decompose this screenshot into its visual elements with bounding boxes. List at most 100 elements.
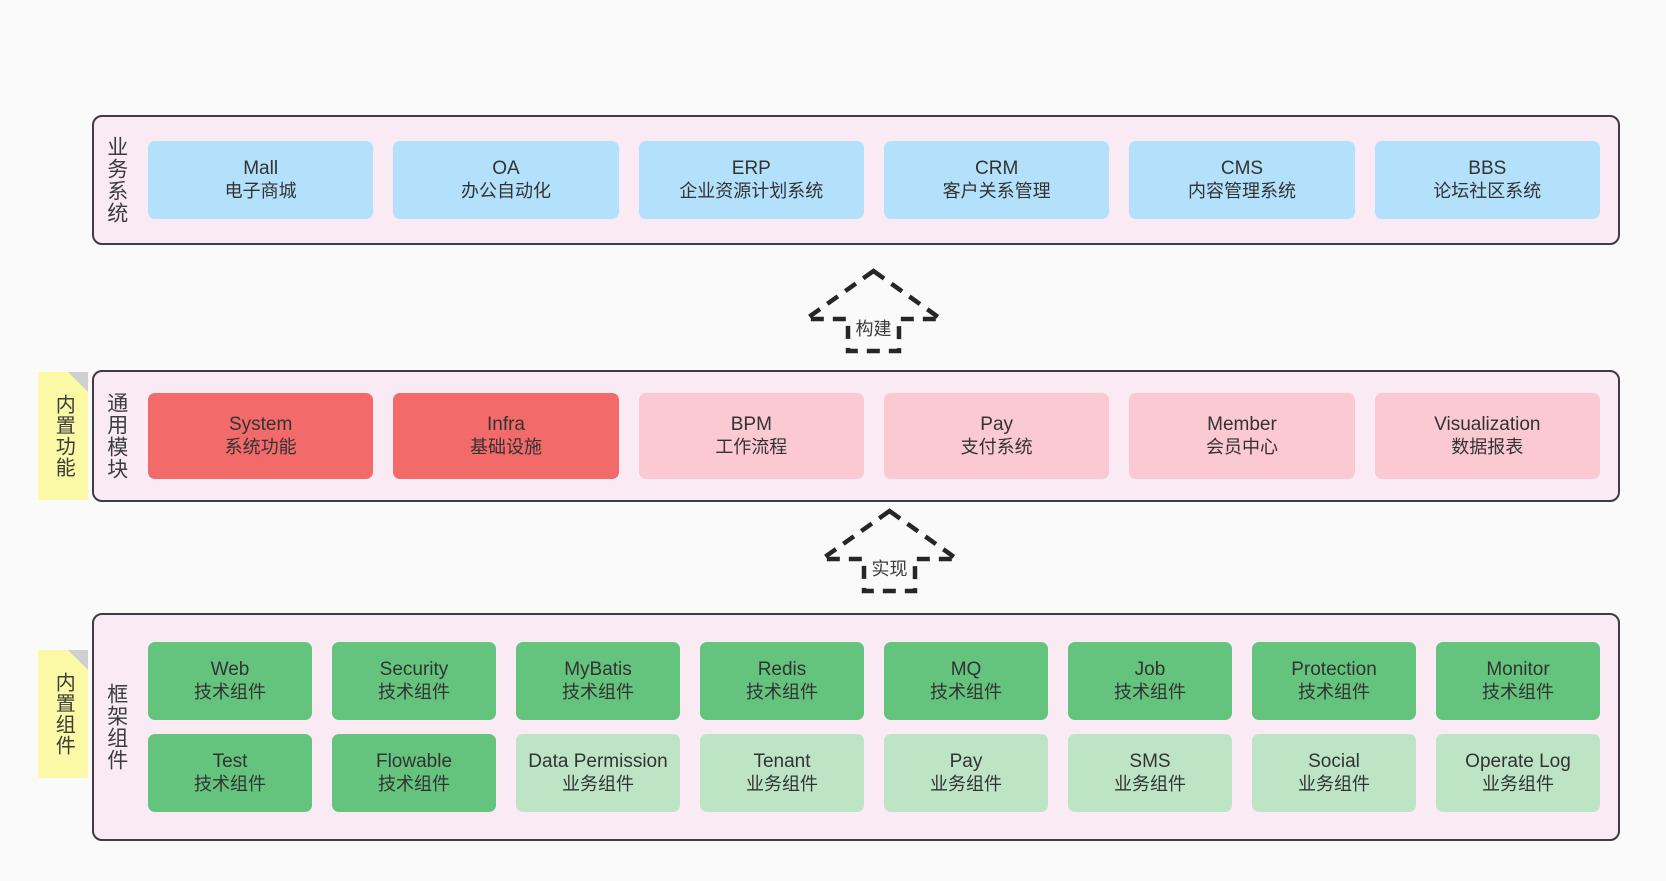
card-subtitle: 技术组件 — [194, 681, 266, 702]
card-sms[interactable]: SMS 业务组件 — [1068, 734, 1232, 812]
build-arrow-icon — [798, 268, 949, 354]
card-title: Operate Log — [1465, 751, 1571, 773]
card-subtitle: 论坛社区系统 — [1433, 180, 1542, 201]
card-title: CMS — [1220, 158, 1264, 180]
card-operate-log[interactable]: Operate Log 业务组件 — [1436, 734, 1600, 812]
card-subtitle: 技术组件 — [930, 681, 1002, 702]
card-title: Social — [1308, 751, 1360, 773]
card-subtitle: 办公自动化 — [460, 180, 551, 201]
card-title: SMS — [1129, 751, 1171, 773]
card-title: Redis — [757, 659, 807, 681]
layer-body-business-system: Mall 电子商城 OA 办公自动化 ERP 企业资源计划系统 CRM 客户关系… — [138, 117, 1618, 243]
card-title: System — [228, 414, 293, 436]
card-tenant[interactable]: Tenant 业务组件 — [700, 734, 864, 812]
card-row: System 系统功能 Infra 基础设施 BPM 工作流程 Pay 支付系统… — [148, 393, 1600, 479]
layer-common-modules: 通用模块 System 系统功能 Infra 基础设施 BPM 工作流程 Pay… — [92, 370, 1620, 502]
card-subtitle: 技术组件 — [378, 773, 450, 794]
card-redis[interactable]: Redis 技术组件 — [700, 642, 864, 720]
card-title: Pay — [949, 751, 983, 773]
card-title: OA — [492, 158, 520, 180]
card-subtitle: 支付系统 — [960, 436, 1033, 457]
card-subtitle: 内容管理系统 — [1187, 180, 1296, 201]
card-title: Mall — [243, 158, 279, 180]
card-subtitle: 电子商城 — [224, 180, 297, 201]
card-subtitle: 基础设施 — [469, 436, 542, 457]
card-subtitle: 技术组件 — [746, 681, 818, 702]
card-subtitle: 企业资源计划系统 — [679, 180, 824, 201]
card-test[interactable]: Test 技术组件 — [148, 734, 312, 812]
card-title: Visualization — [1434, 414, 1541, 436]
card-row: Mall 电子商城 OA 办公自动化 ERP 企业资源计划系统 CRM 客户关系… — [148, 141, 1600, 219]
card-title: Pay — [980, 414, 1014, 436]
card-visualization[interactable]: Visualization 数据报表 — [1374, 393, 1600, 479]
card-subtitle: 业务组件 — [1482, 773, 1554, 794]
layer-title-framework-components: 框架组件 — [104, 683, 128, 771]
sticky-note-builtin-components: 内置组件 — [38, 650, 88, 778]
card-title: MQ — [950, 659, 982, 681]
card-row: Web 技术组件 Security 技术组件 MyBatis 技术组件 Redi… — [148, 642, 1600, 720]
card-erp[interactable]: ERP 企业资源计划系统 — [638, 141, 864, 219]
card-subtitle: 系统功能 — [224, 436, 297, 457]
card-subtitle: 技术组件 — [1298, 681, 1370, 702]
card-title: Flowable — [375, 751, 453, 773]
card-title: Test — [212, 751, 248, 773]
card-subtitle: 技术组件 — [1114, 681, 1186, 702]
card-subtitle: 业务组件 — [1114, 773, 1186, 794]
card-subtitle: 技术组件 — [378, 681, 450, 702]
card-title: Web — [210, 659, 250, 681]
card-mybatis[interactable]: MyBatis 技术组件 — [516, 642, 680, 720]
card-subtitle: 业务组件 — [1298, 773, 1370, 794]
card-subtitle: 业务组件 — [746, 773, 818, 794]
card-bpm[interactable]: BPM 工作流程 — [638, 393, 864, 479]
card-subtitle: 工作流程 — [715, 436, 788, 457]
card-title: Security — [379, 659, 449, 681]
card-title: BPM — [730, 414, 772, 436]
card-subtitle: 会员中心 — [1205, 436, 1278, 457]
card-mq[interactable]: MQ 技术组件 — [884, 642, 1048, 720]
card-member[interactable]: Member 会员中心 — [1129, 393, 1355, 479]
card-title: Data Permission — [528, 751, 668, 773]
card-bbs[interactable]: BBS 论坛社区系统 — [1374, 141, 1600, 219]
card-security[interactable]: Security 技术组件 — [332, 642, 496, 720]
card-title: Infra — [486, 414, 525, 436]
card-job[interactable]: Job 技术组件 — [1068, 642, 1232, 720]
card-pay-business[interactable]: Pay 业务组件 — [884, 734, 1048, 812]
card-title: MyBatis — [564, 659, 632, 681]
card-oa[interactable]: OA 办公自动化 — [393, 141, 619, 219]
card-mall[interactable]: Mall 电子商城 — [148, 141, 374, 219]
connector-build: 构建 — [796, 265, 951, 355]
connector-implement: 实现 — [812, 505, 967, 595]
connector-implement-label: 实现 — [871, 559, 908, 579]
card-subtitle: 客户关系管理 — [942, 180, 1051, 201]
card-social[interactable]: Social 业务组件 — [1252, 734, 1416, 812]
implement-arrow-icon — [814, 508, 965, 594]
card-title: Monitor — [1486, 659, 1550, 681]
card-subtitle: 技术组件 — [562, 681, 634, 702]
card-system[interactable]: System 系统功能 — [148, 393, 374, 479]
card-row: Test 技术组件 Flowable 技术组件 Data Permission … — [148, 734, 1600, 812]
card-subtitle: 业务组件 — [930, 773, 1002, 794]
card-crm[interactable]: CRM 客户关系管理 — [883, 141, 1110, 219]
card-title: Job — [1134, 659, 1166, 681]
sticky-note-label: 内置功能 — [52, 394, 75, 478]
card-flowable[interactable]: Flowable 技术组件 — [332, 734, 496, 812]
card-cms[interactable]: CMS 内容管理系统 — [1129, 141, 1355, 219]
card-title: BBS — [1468, 158, 1507, 180]
card-subtitle: 数据报表 — [1451, 436, 1524, 457]
card-title: Tenant — [753, 751, 811, 773]
layer-framework-components: 框架组件 Web 技术组件 Security 技术组件 MyBatis 技术组件… — [92, 613, 1620, 841]
card-protection[interactable]: Protection 技术组件 — [1252, 642, 1416, 720]
card-subtitle: 技术组件 — [1482, 681, 1554, 702]
card-monitor[interactable]: Monitor 技术组件 — [1436, 642, 1600, 720]
card-pay[interactable]: Pay 支付系统 — [883, 393, 1110, 479]
card-title: Protection — [1291, 659, 1377, 681]
card-data-permission[interactable]: Data Permission 业务组件 — [516, 734, 680, 812]
card-web[interactable]: Web 技术组件 — [148, 642, 312, 720]
layer-body-common-modules: System 系统功能 Infra 基础设施 BPM 工作流程 Pay 支付系统… — [138, 372, 1618, 500]
layer-body-framework-components: Web 技术组件 Security 技术组件 MyBatis 技术组件 Redi… — [138, 615, 1618, 839]
layer-title-business-system: 业务系统 — [104, 136, 128, 224]
card-subtitle: 业务组件 — [562, 773, 634, 794]
sticky-note-label: 内置组件 — [52, 672, 75, 756]
card-infra[interactable]: Infra 基础设施 — [393, 393, 619, 479]
